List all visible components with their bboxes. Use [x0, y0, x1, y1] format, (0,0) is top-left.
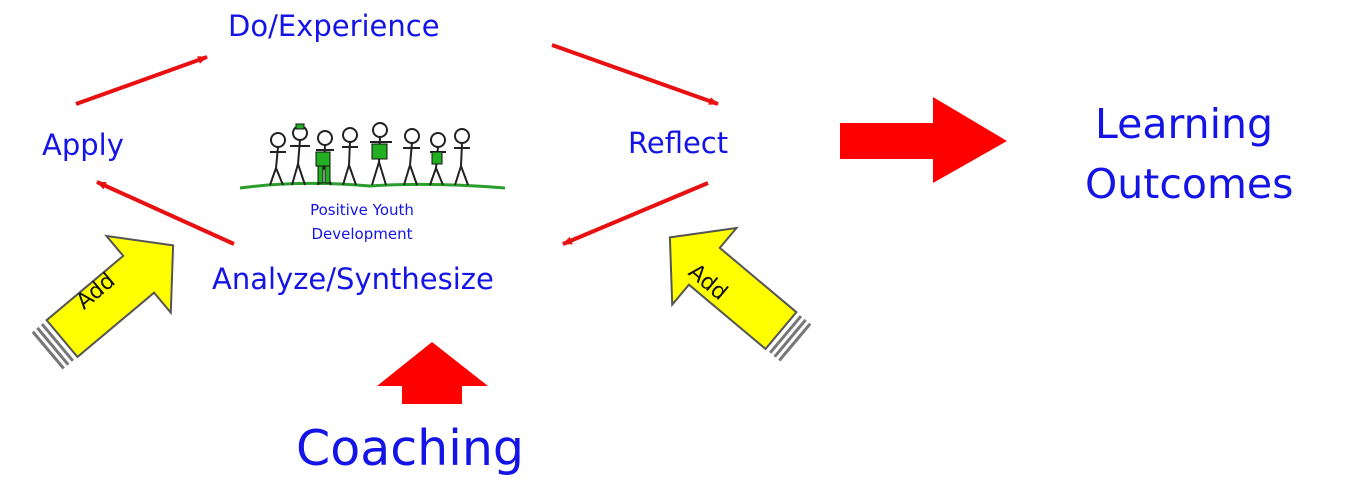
coaching-arrow	[377, 342, 488, 404]
output-arrow	[840, 97, 1007, 183]
center-caption-line2: Development	[311, 225, 413, 243]
arrow-apply-to-do	[75, 55, 208, 106]
add-arrow-right	[668, 226, 812, 362]
node-reflect: Reflect	[628, 126, 729, 160]
center-caption-line1: Positive Youth	[310, 201, 414, 219]
youth-group-illustration	[239, 122, 506, 190]
arrow-analyze-to-apply	[96, 180, 235, 246]
outcome-label-line2: Outcomes	[1085, 160, 1294, 208]
node-analyze-synthesize: Analyze/Synthesize	[212, 262, 494, 296]
add-arrow-left	[31, 234, 175, 370]
arrow-reflect-to-analyze	[562, 181, 709, 246]
outcome-label-line1: Learning	[1095, 100, 1273, 148]
node-do-experience: Do/Experience	[228, 9, 440, 43]
arrow-do-to-reflect	[551, 43, 719, 106]
node-apply: Apply	[42, 128, 124, 162]
coaching-label: Coaching	[296, 420, 524, 477]
